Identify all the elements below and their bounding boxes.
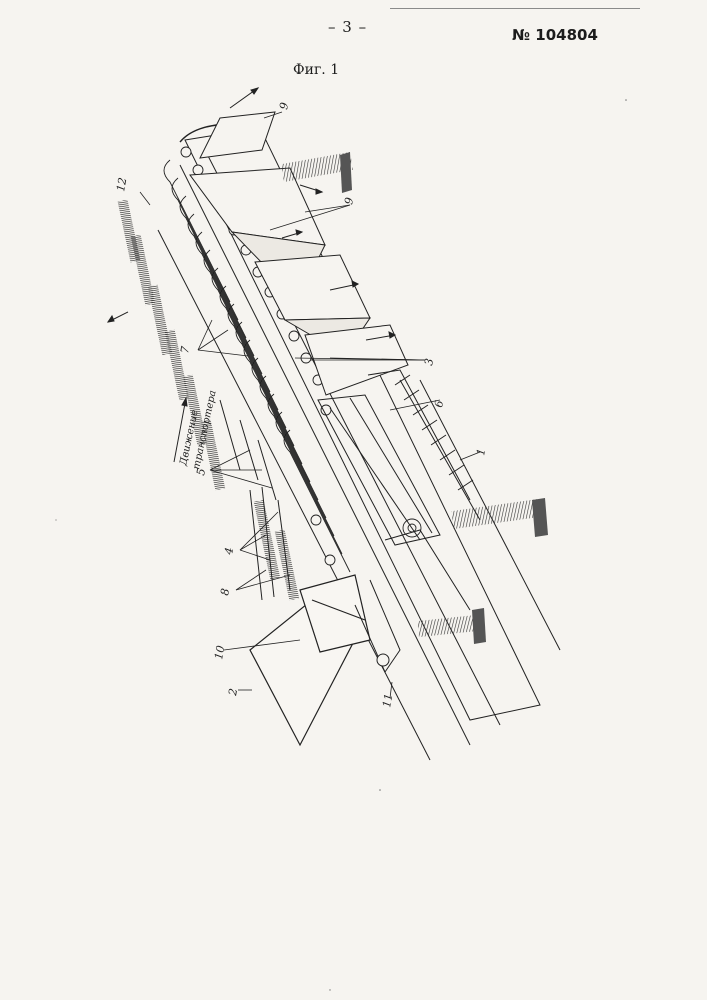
scan-specks (55, 99, 626, 991)
label-4: 4 (222, 546, 236, 556)
label-8: 8 (218, 587, 232, 596)
label-9-mid: 9 (342, 196, 356, 205)
label-3: 3 (422, 357, 436, 366)
supports (281, 152, 548, 644)
label-11: 11 (380, 692, 395, 708)
label-6: 6 (432, 399, 446, 408)
hopper (250, 575, 370, 745)
scoops (190, 112, 408, 395)
label-10: 10 (212, 644, 227, 660)
label-12: 12 (114, 176, 129, 192)
label-7: 7 (178, 345, 192, 354)
label-2: 2 (226, 687, 240, 697)
label-1: 1 (474, 447, 488, 456)
label-9-top: 9 (277, 101, 291, 110)
conveyor-frame (158, 124, 560, 760)
frame-posts (220, 400, 290, 600)
